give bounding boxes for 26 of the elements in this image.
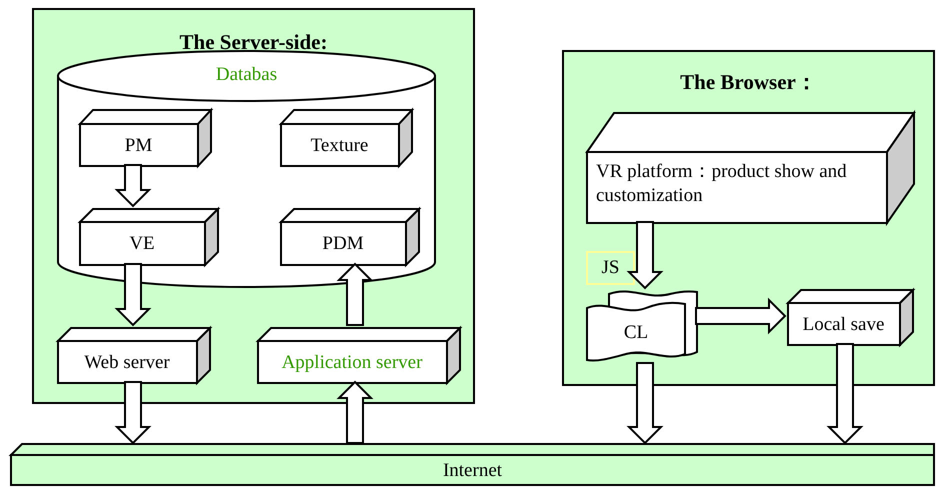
block-arrow — [826, 343, 864, 444]
block-arrow — [626, 221, 664, 290]
node-label: Databas — [216, 63, 278, 87]
node-label: Texture — [310, 134, 368, 158]
block-arrow — [336, 262, 374, 326]
node-label: VE — [129, 232, 155, 256]
node-label: Web server — [84, 350, 170, 374]
block-arrow — [114, 381, 152, 444]
node-label: PM — [124, 134, 152, 158]
panel-title: The Browser： — [680, 68, 817, 96]
node-label: CL — [624, 321, 648, 345]
block-arrow — [336, 380, 374, 444]
node-label: VR platform：product show and customization — [596, 160, 848, 208]
node-label: Application server — [282, 350, 422, 374]
panel-title: The Server-side: — [180, 28, 328, 56]
tag-box — [586, 251, 635, 285]
panel — [562, 50, 935, 386]
node-label: Local save — [802, 312, 884, 336]
block-arrow — [114, 263, 152, 326]
block-arrow — [626, 362, 664, 444]
panel — [32, 8, 475, 404]
node-label: JS — [602, 256, 620, 280]
block-arrow — [114, 164, 152, 208]
block-arrow — [695, 298, 786, 334]
node-label: Internet — [442, 458, 502, 482]
node-label: PDM — [322, 232, 364, 256]
